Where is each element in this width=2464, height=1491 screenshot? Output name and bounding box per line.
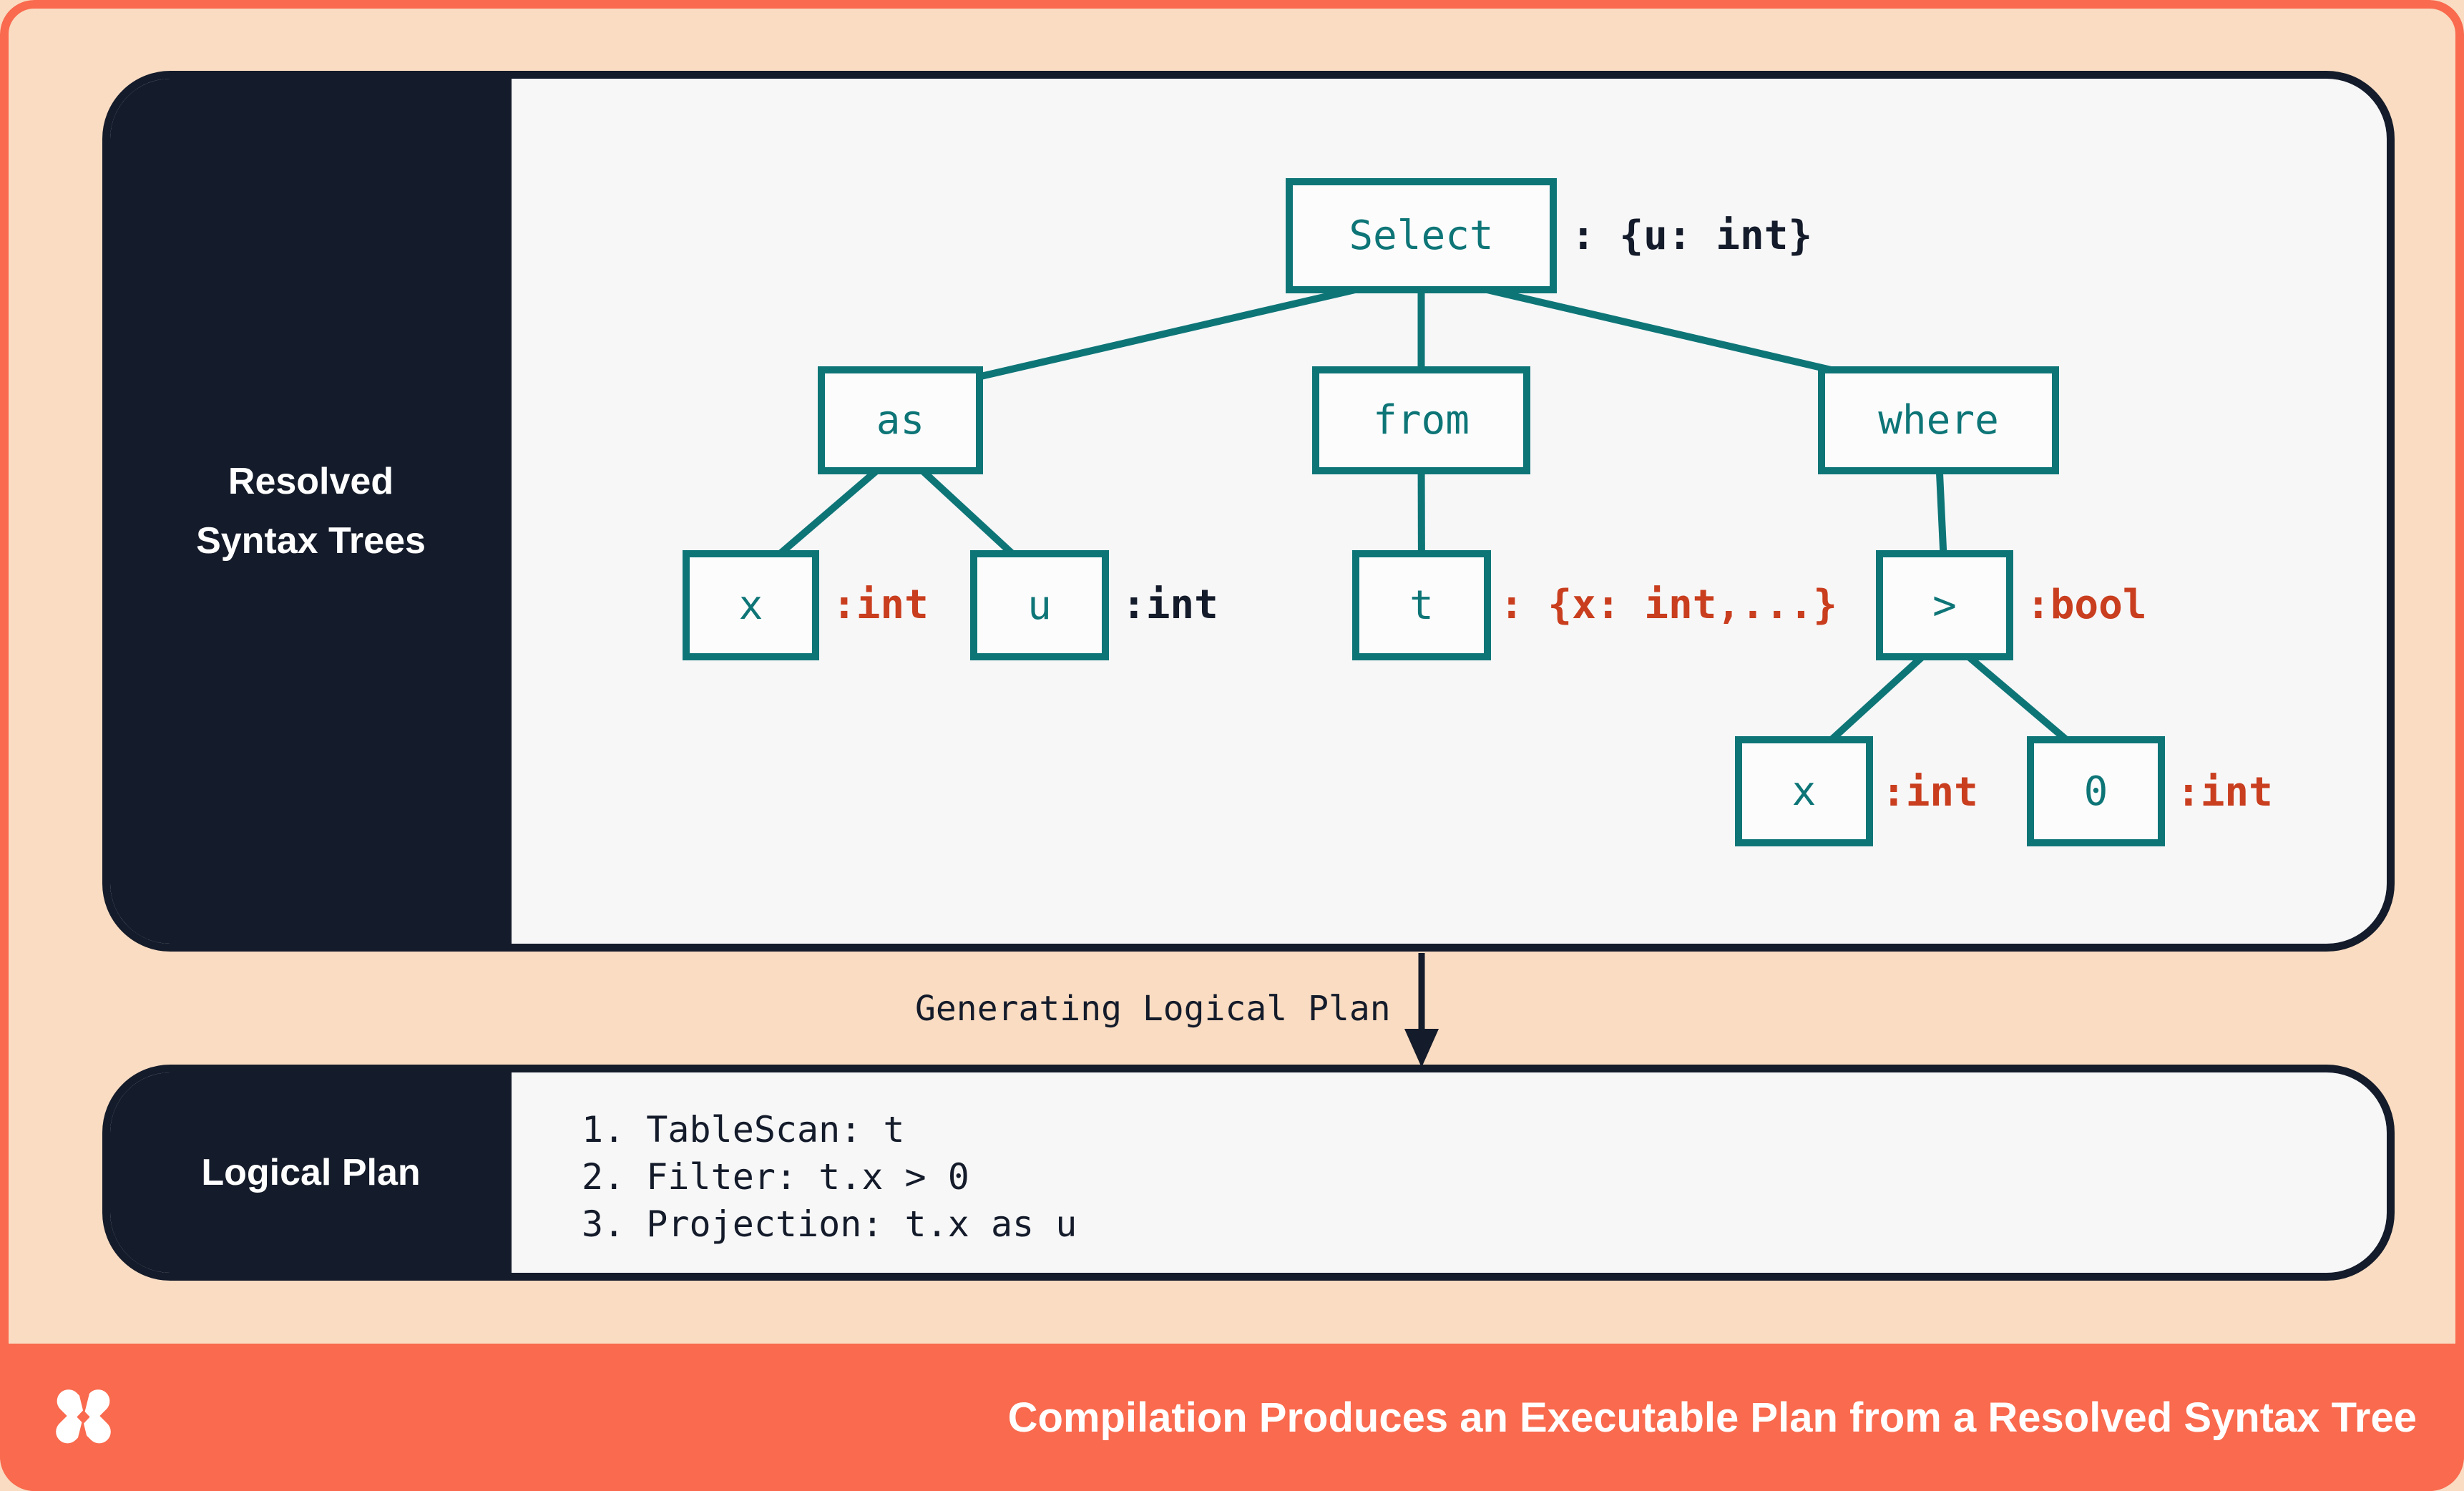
tree-node-label: as bbox=[876, 397, 925, 444]
tree-node-label: x bbox=[1791, 768, 1817, 815]
x-pinwheel-logo-icon bbox=[56, 1386, 111, 1448]
tree-node-type-annotation-x-where: :int bbox=[1882, 769, 1978, 816]
transition-label: Generating Logical Plan bbox=[915, 989, 1391, 1029]
logical-plan-step: 2. Filter: t.x > 0 bbox=[582, 1156, 969, 1198]
tree-node-u: u bbox=[970, 550, 1109, 660]
logical-plan-step: 1. TableScan: t bbox=[582, 1109, 905, 1150]
tree-node-label: 0 bbox=[2083, 768, 2108, 815]
logical-plan-sidebar-label: Logical Plan bbox=[201, 1151, 421, 1193]
sidebar-label-line2: Syntax Trees bbox=[196, 519, 426, 562]
tree-node-label: x bbox=[738, 582, 763, 629]
tree-node-zero: 0 bbox=[2027, 736, 2165, 846]
tree-node-label: from bbox=[1373, 397, 1470, 444]
tree-node-x-where: x bbox=[1735, 736, 1873, 846]
tree-node-x-as: x bbox=[683, 550, 819, 660]
tree-node-type-annotation-zero: :int bbox=[2176, 769, 2273, 816]
tree-node-label: u bbox=[1027, 582, 1052, 629]
logical-plan-step: 3. Projection: t.x as u bbox=[582, 1203, 1077, 1245]
tree-node-label: t bbox=[1409, 582, 1434, 629]
tree-node-type-annotation-u: :int bbox=[1122, 582, 1218, 628]
tree-node-select: Select bbox=[1286, 178, 1557, 293]
sidebar-label-line1: Resolved bbox=[228, 460, 394, 502]
footer-title: Compilation Produces an Executable Plan … bbox=[1007, 1394, 2417, 1441]
logical-plan-sidebar: Logical Plan bbox=[110, 1072, 512, 1273]
tree-node-type-annotation-select: : {u: int} bbox=[1571, 212, 1813, 259]
tree-node-label: where bbox=[1878, 397, 1999, 444]
logical-plan-panel: Logical Plan bbox=[102, 1065, 2395, 1281]
resolved-syntax-trees-sidebar: Resolved Syntax Trees bbox=[110, 79, 512, 944]
resolved-syntax-trees-panel: Resolved Syntax Trees bbox=[102, 71, 2395, 952]
tree-node-t: t bbox=[1352, 550, 1491, 660]
logical-plan-steps: 1. TableScan: t 2. Filter: t.x > 0 3. Proj… bbox=[582, 1106, 1077, 1248]
tree-node-from: from bbox=[1312, 366, 1530, 474]
footer-bar: Compilation Produces an Executable Plan … bbox=[0, 1344, 2464, 1491]
tree-node-as: as bbox=[818, 366, 983, 474]
tree-node-gt: > bbox=[1876, 550, 2013, 660]
tree-node-label: > bbox=[1932, 582, 1957, 629]
tree-node-label: Select bbox=[1349, 212, 1494, 259]
tree-node-type-annotation-t: : {x: int,...} bbox=[1500, 582, 1838, 628]
tree-node-type-annotation-gt: :bool bbox=[2026, 582, 2147, 628]
tree-node-type-annotation-x-as: :int bbox=[832, 582, 929, 628]
tree-node-where: where bbox=[1818, 366, 2059, 474]
